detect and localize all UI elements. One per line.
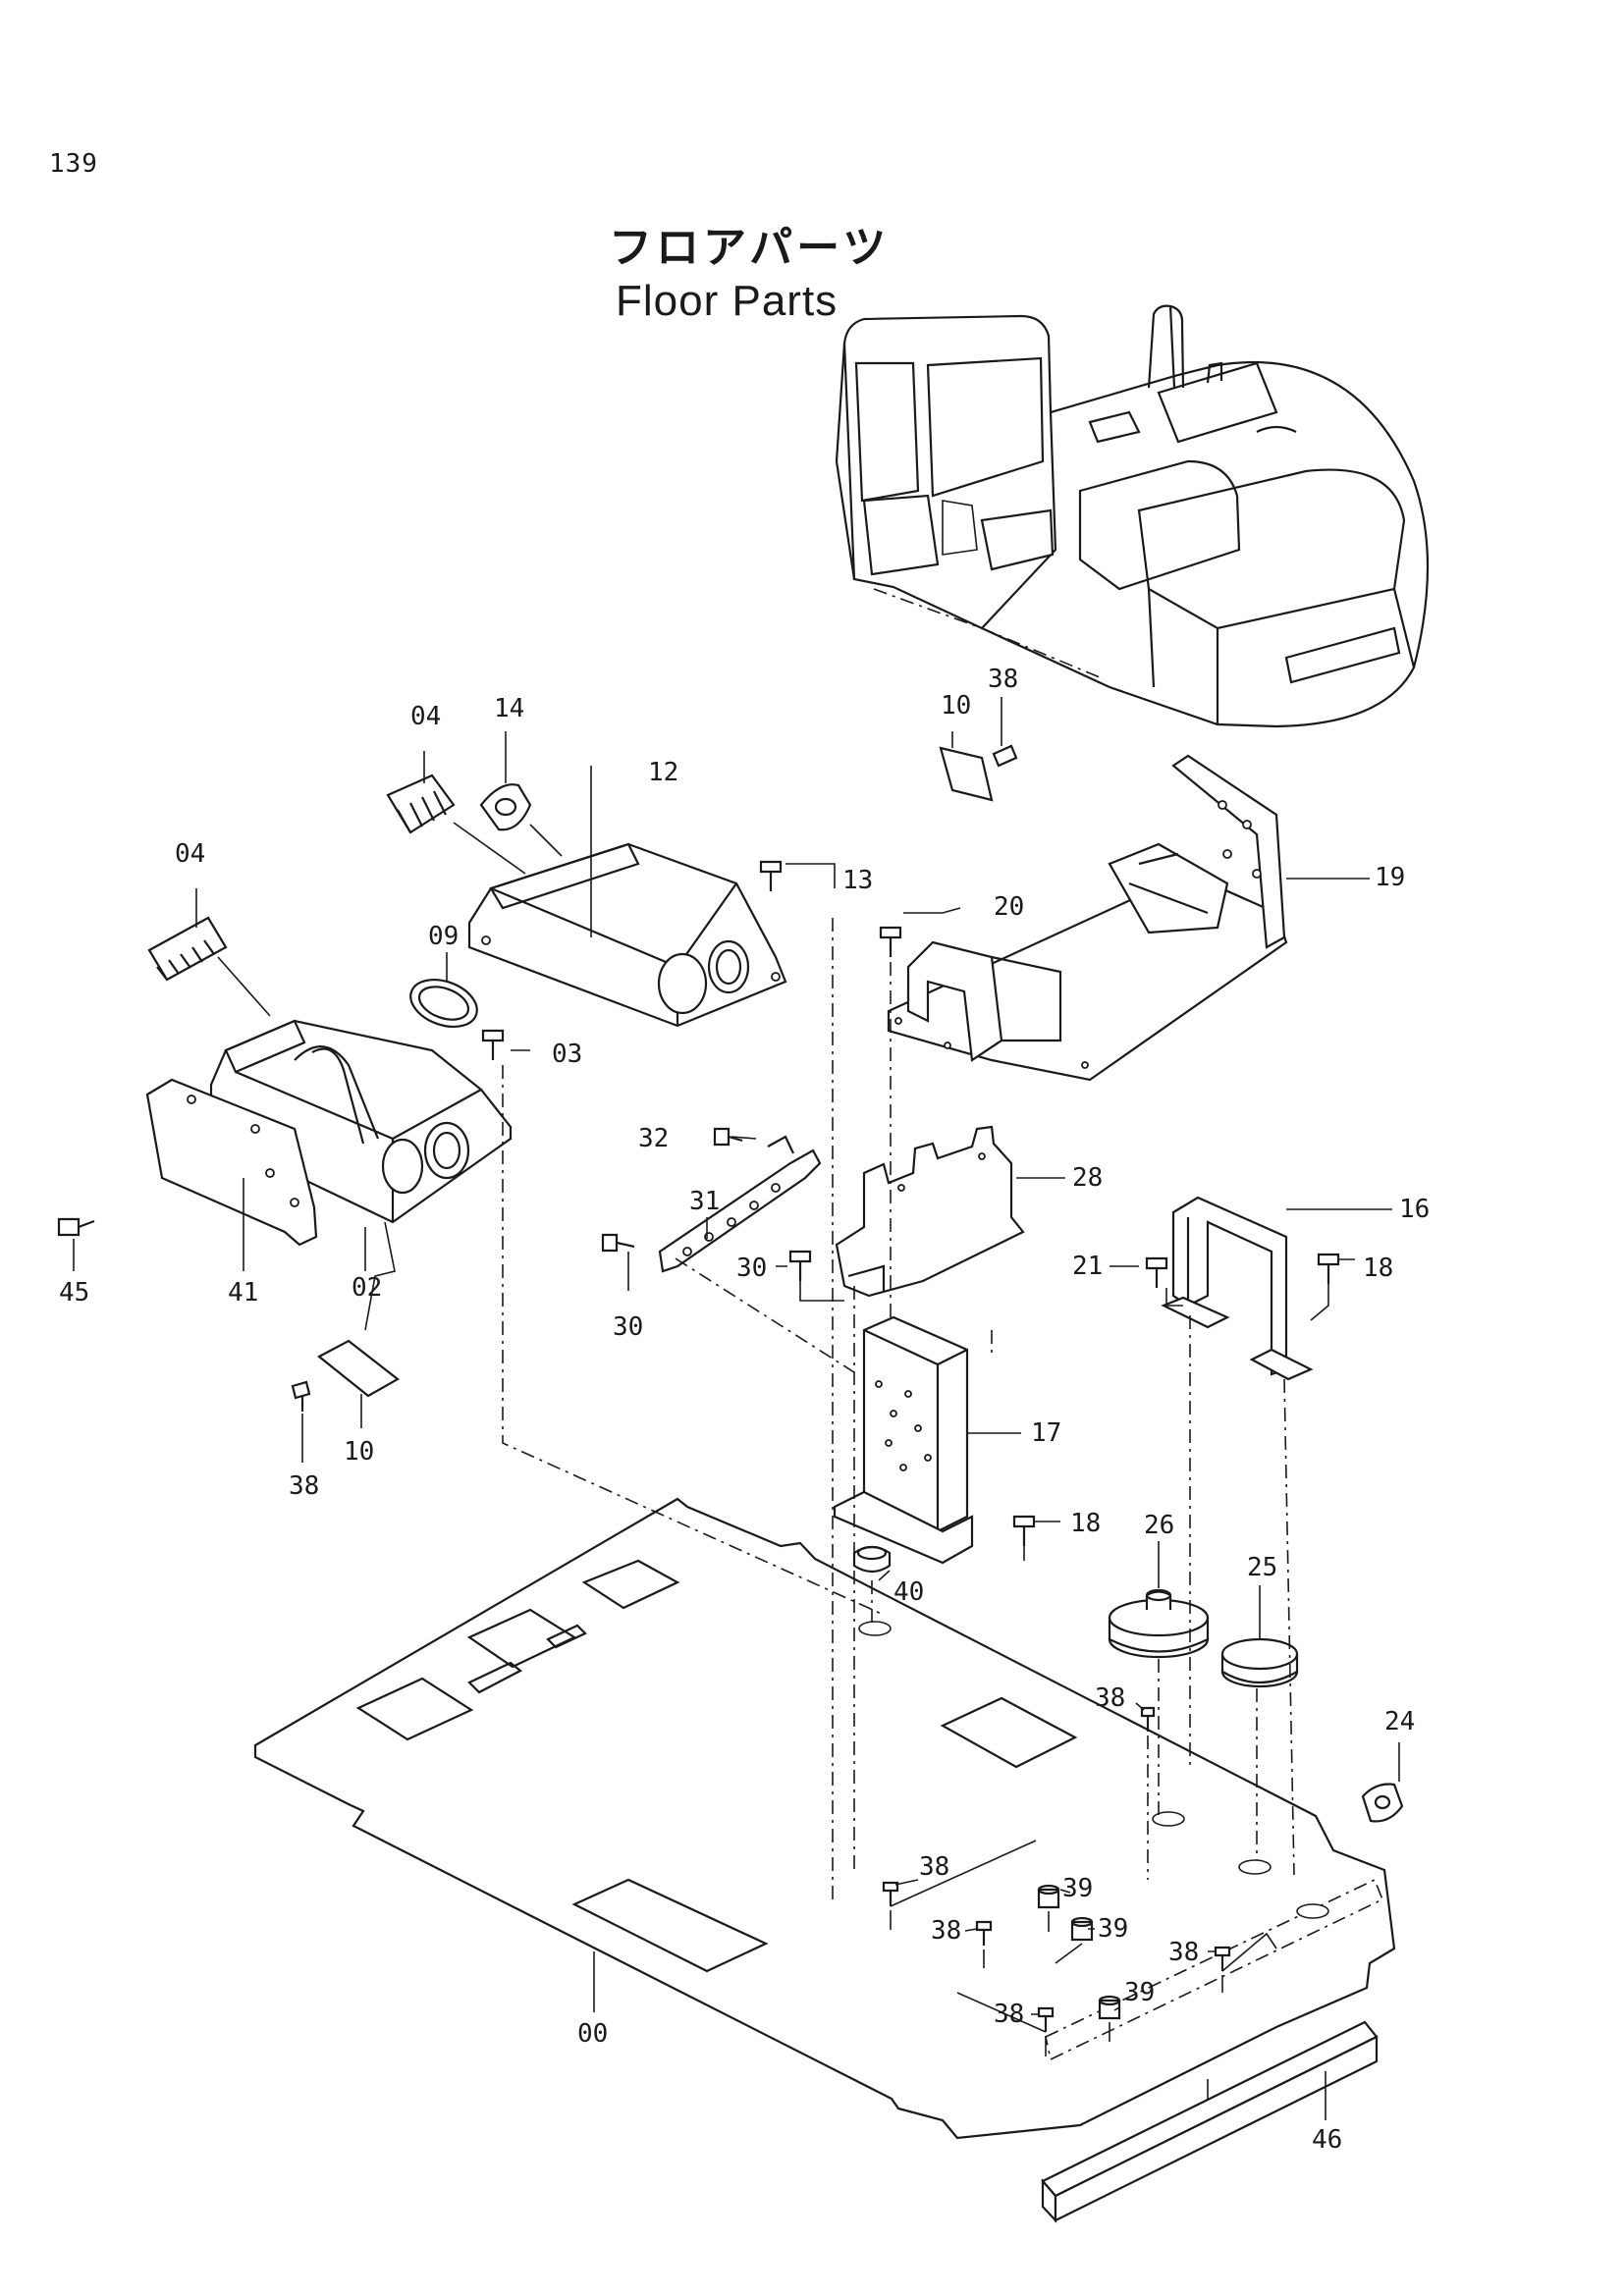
frame-stand xyxy=(1161,1196,1314,1381)
nut-39c xyxy=(1098,1995,1121,2020)
callout-04b: 04 xyxy=(175,839,205,869)
bolt-32 xyxy=(713,1127,743,1147)
callout-38c: 38 xyxy=(1095,1683,1125,1713)
callout-18a: 18 xyxy=(1363,1254,1393,1283)
callout-46: 46 xyxy=(1312,2125,1342,2155)
callout-39b: 39 xyxy=(1098,1914,1128,1944)
side-cover xyxy=(145,1078,318,1247)
callout-12: 12 xyxy=(648,758,678,787)
floor-plate xyxy=(253,1497,1396,2140)
screw-38f xyxy=(1214,1946,1231,1971)
callout-09: 09 xyxy=(428,922,459,951)
callout-20: 20 xyxy=(994,892,1024,922)
screw-38e xyxy=(975,1920,993,1946)
bolt-13 xyxy=(759,860,783,891)
bolts xyxy=(57,744,1340,2032)
screw-38c xyxy=(1140,1706,1156,1732)
bracket-strip xyxy=(658,1135,822,1273)
callout-38e: 38 xyxy=(931,1916,961,1946)
excavator-overview xyxy=(835,304,1430,728)
callout-18b: 18 xyxy=(1070,1509,1101,1538)
callout-38f: 38 xyxy=(1168,1938,1199,1967)
assembly-lines xyxy=(502,918,1295,2056)
cushion-24 xyxy=(1361,1783,1404,1823)
bolt-21 xyxy=(1145,1256,1168,1288)
screw-38d xyxy=(882,1881,899,1906)
seat-stand xyxy=(887,754,1288,1082)
callout-17: 17 xyxy=(1031,1418,1061,1448)
seal-upper xyxy=(479,783,532,831)
callout-02: 02 xyxy=(352,1273,382,1303)
callout-28: 28 xyxy=(1072,1163,1103,1193)
callout-26: 26 xyxy=(1144,1511,1174,1540)
bolt-18a xyxy=(1317,1253,1340,1284)
callout-16: 16 xyxy=(1399,1195,1430,1224)
mat-upper xyxy=(939,746,994,802)
bolt-18b xyxy=(1012,1515,1036,1546)
callout-25: 25 xyxy=(1247,1553,1277,1582)
rubber-mount-large xyxy=(1108,1588,1210,1659)
callout-19: 19 xyxy=(1375,863,1405,892)
callout-21: 21 xyxy=(1072,1252,1103,1281)
callout-14: 14 xyxy=(494,694,524,723)
callout-39c: 39 xyxy=(1124,1978,1155,2007)
nut-39a xyxy=(1037,1884,1060,1909)
nut-39b xyxy=(1070,1916,1094,1942)
callout-04a: 04 xyxy=(410,702,441,731)
callout-45: 45 xyxy=(59,1278,89,1308)
bracket-plate xyxy=(835,1125,1025,1298)
callout-10b: 10 xyxy=(344,1437,374,1467)
callout-38g: 38 xyxy=(994,2000,1024,2029)
grille-lower xyxy=(147,916,228,982)
screw-38a xyxy=(992,744,1018,768)
bolt-03 xyxy=(481,1029,505,1060)
callout-39a: 39 xyxy=(1062,1874,1093,1903)
callout-24: 24 xyxy=(1384,1707,1415,1736)
rubber-mount-small xyxy=(1220,1637,1299,1688)
callouts: 00 02 03 04 04 09 10 10 12 13 14 16 17 1… xyxy=(59,665,1430,2155)
mat-lower xyxy=(317,1339,400,1398)
callout-40: 40 xyxy=(893,1577,924,1607)
callout-00: 00 xyxy=(577,2019,608,2049)
bolt-30a xyxy=(601,1233,635,1253)
leader-lines xyxy=(73,697,1400,2120)
callout-38b: 38 xyxy=(289,1471,319,1501)
callout-41: 41 xyxy=(228,1278,258,1308)
title-english: Floor Parts xyxy=(616,277,839,325)
callout-38a: 38 xyxy=(988,665,1018,694)
screw-38b xyxy=(291,1380,311,1412)
bolt-30b xyxy=(788,1250,812,1281)
callout-10a: 10 xyxy=(941,691,971,721)
callout-38d: 38 xyxy=(919,1852,949,1882)
duct-box-upper xyxy=(467,842,787,1028)
cushion-40 xyxy=(852,1545,892,1574)
column xyxy=(833,1315,974,1565)
callout-13: 13 xyxy=(842,866,873,895)
callout-30a: 30 xyxy=(613,1312,643,1342)
anti-slip-strip xyxy=(1041,2020,1379,2223)
grille-upper xyxy=(386,774,456,834)
page-number: 139 xyxy=(49,149,98,179)
bolt-20 xyxy=(879,926,902,957)
duct-box-lower xyxy=(209,1019,513,1224)
callout-30b: 30 xyxy=(736,1254,767,1283)
seal-ring xyxy=(409,979,478,1028)
callout-32: 32 xyxy=(638,1124,669,1153)
callout-03: 03 xyxy=(552,1040,582,1069)
callout-31: 31 xyxy=(689,1187,720,1216)
bolt-45 xyxy=(57,1217,95,1237)
title-japanese: フロアパーツ xyxy=(609,223,891,273)
